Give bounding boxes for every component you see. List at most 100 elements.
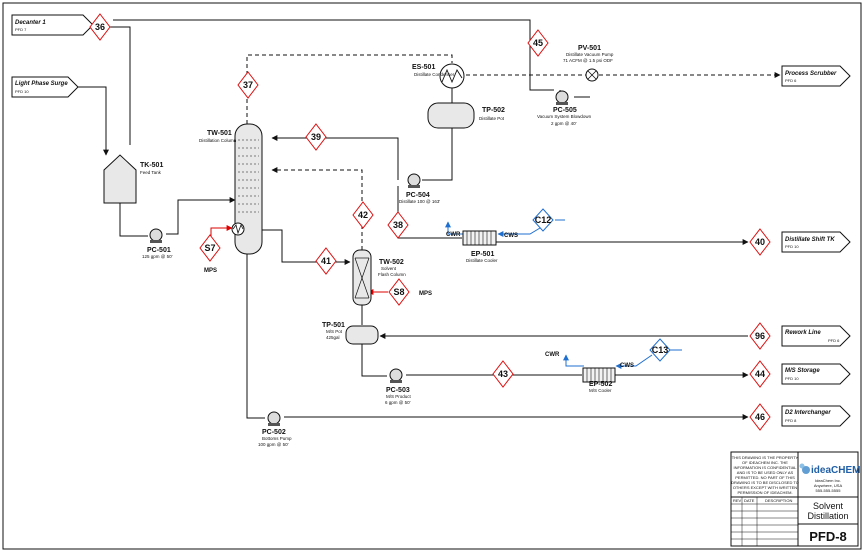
title-block: REV DATE DESCRIPTION THIS DRAWING IS THE… xyxy=(730,451,860,547)
cwr-label: CWR xyxy=(545,352,560,358)
offpage-input-decanter[interactable]: Decanter 1 PFD 7 xyxy=(11,14,94,36)
cwr-label: CWR xyxy=(446,232,461,238)
equipment-desc: Solvent xyxy=(381,266,397,271)
stream-number: 40 xyxy=(755,237,765,247)
equipment-tag: PC-501 xyxy=(147,247,171,254)
stream-number: S7 xyxy=(204,243,215,253)
equipment-tag: TW-502 xyxy=(379,259,404,266)
equipment-tag: TP-501 xyxy=(322,322,345,329)
offpage-output-ms-storage[interactable]: M/S Storage PFD 10 xyxy=(781,363,851,385)
offpage-title: Process Scrubber xyxy=(785,71,837,77)
rev-header: DESCRIPTION xyxy=(765,498,792,503)
equipment-rating: 100 gpm @ 50' xyxy=(258,442,289,447)
stream-number: 38 xyxy=(393,220,403,230)
equipment-desc2: Flash Column xyxy=(378,272,406,277)
vacuum-pump[interactable]: PV-501 Distillate Vacuum Pump 71 ACFM @ … xyxy=(563,45,614,82)
feed-tank[interactable]: TK-501 Feed Tank xyxy=(103,154,163,204)
equipment-desc: Distillate 100 @ 163' xyxy=(399,199,440,204)
stream-number: 41 xyxy=(321,256,331,266)
pump-pc503[interactable]: PC-503 M/S Product 6 gpm @ 50' xyxy=(385,368,412,405)
cws-label: CWS xyxy=(504,233,518,239)
pump-pc502[interactable]: PC-502 Bottoms Pump 100 gpm @ 50' xyxy=(258,411,292,447)
equipment-tag: PV-501 xyxy=(578,45,601,52)
equipment-tag: TW-501 xyxy=(207,130,232,137)
stream-tag-41[interactable]: 41 xyxy=(315,247,337,275)
equipment-tag: PC-503 xyxy=(386,387,410,394)
pump-pc505[interactable]: PC-505 Vacuum System Blowdown 2 gpm @ 40… xyxy=(537,90,592,126)
stream-tag-c13[interactable]: C13 xyxy=(649,338,671,362)
offpage-input-light-phase[interactable]: Light Phase Surge PFD 10 xyxy=(11,76,79,98)
offpage-ref: PFD 10 xyxy=(15,89,29,94)
stream-tag-40[interactable]: 40 xyxy=(749,228,771,256)
offpage-output-scrubber[interactable]: Process Scrubber PFD 6 xyxy=(781,65,851,87)
drawing-title: Distillation xyxy=(807,511,848,521)
disclaimer-line: PERMISSION OF IDEACHEM. xyxy=(737,490,792,495)
stream-number: 39 xyxy=(311,132,321,142)
equipment-desc: Distillate Cooler xyxy=(466,258,498,263)
offpage-ref: PFD 6 xyxy=(785,78,797,83)
offpage-ref: PFD 6 xyxy=(828,338,840,343)
rev-header: DATE xyxy=(744,498,755,503)
stream-tag-42[interactable]: 42 xyxy=(352,201,374,229)
offpage-ref: PFD 8 xyxy=(785,418,797,423)
equipment-tag: TK-501 xyxy=(140,162,163,169)
offpage-ref: PFD 10 xyxy=(785,376,799,381)
offpage-ref: PFD 10 xyxy=(785,244,799,249)
disclaimer-line: OTHERS EXCEPT WITH WRITTEN xyxy=(733,485,797,490)
stream-number: 37 xyxy=(243,80,253,90)
offpage-title: Distillate Shift TK xyxy=(785,237,835,243)
stream-tag-s8[interactable]: S8 xyxy=(388,278,410,306)
pump-pc504[interactable]: PC-504 Distillate 100 @ 163' xyxy=(399,173,440,204)
offpage-title: Light Phase Surge xyxy=(15,81,68,87)
ms-pot[interactable]: TP-501 M/S Pot 425gal xyxy=(322,322,379,345)
stream-tag-36[interactable]: 36 xyxy=(89,13,111,41)
stream-tag-37[interactable]: 37 xyxy=(237,71,259,99)
stream-tag-46[interactable]: 46 xyxy=(749,403,771,431)
stream-number: 46 xyxy=(755,412,765,422)
equipment-rating: 71 ACFM @ 1.5 psi ODF xyxy=(563,58,613,63)
company-line: Anywhere, USA xyxy=(814,483,843,488)
offpage-output-distillate-shift[interactable]: Distillate Shift TK PFD 10 xyxy=(781,231,851,253)
stream-tag-s7[interactable]: S7 xyxy=(199,234,221,262)
offpage-output-d2[interactable]: D2 Interchanger PFD 8 xyxy=(781,405,851,427)
stream-tag-39[interactable]: 39 xyxy=(305,123,327,151)
company-line: 555-555-5555 xyxy=(816,488,842,493)
stream-number: C12 xyxy=(535,215,552,225)
drawing-number: PFD-8 xyxy=(809,529,847,544)
stream-tag-38[interactable]: 38 xyxy=(387,211,409,239)
stream-tag-96[interactable]: 96 xyxy=(749,322,771,350)
offpage-title: D2 Interchanger xyxy=(785,410,831,416)
equipment-desc: Distillation Column xyxy=(199,138,237,143)
disclaimer-line: AND IS TO BE USED ONLY AS xyxy=(737,470,794,475)
disclaimer-line: OF IDEACHEM INC. THE xyxy=(742,460,788,465)
stream-number: S8 xyxy=(393,287,404,297)
equipment-desc: M/S Product xyxy=(386,394,412,399)
ms-cooler[interactable]: EP-502 M/S Cooler xyxy=(582,367,616,393)
stream-number: 43 xyxy=(498,369,508,379)
stream-number: C13 xyxy=(652,345,669,355)
stream-number: 44 xyxy=(755,369,765,379)
logo-text: ideaCHEM xyxy=(811,465,860,476)
equipment-tag: EP-502 xyxy=(589,381,612,388)
flash-column[interactable]: TW-502 Solvent Flash Column xyxy=(352,249,406,306)
offpage-title: M/S Storage xyxy=(785,368,820,374)
distillate-pot[interactable]: TP-502 Distillate Pot xyxy=(427,102,505,129)
equipment-desc: Distillate Condenser xyxy=(414,72,455,77)
stream-number: 36 xyxy=(95,22,105,32)
stream-tag-43[interactable]: 43 xyxy=(492,360,514,388)
disclaimer-line: INFORMATION IS CONFIDENTIAL xyxy=(733,465,797,470)
stream-tag-45[interactable]: 45 xyxy=(527,29,549,57)
offpage-title: Decanter 1 xyxy=(15,20,46,26)
pump-pc501[interactable]: PC-501 125 gpm @ 50' xyxy=(142,228,173,259)
offpage-output-rework[interactable]: Rework Line PFD 6 xyxy=(781,325,851,347)
stream-tag-c12[interactable]: C12 xyxy=(532,208,554,232)
distillate-condenser[interactable]: ES-501 Distillate Condenser xyxy=(412,63,465,89)
equipment-tag: EP-501 xyxy=(471,251,494,258)
distillation-column[interactable]: TW-501 Distillation Column xyxy=(199,123,263,255)
distillate-cooler[interactable]: EP-501 Distillate Cooler xyxy=(462,230,498,263)
company-line: IdeaChem Inc. xyxy=(815,478,841,483)
offpage-title: Rework Line xyxy=(785,330,821,336)
rev-header: REV xyxy=(733,498,742,503)
stream-tag-44[interactable]: 44 xyxy=(749,360,771,388)
disclaimer-line: THIS DRAWING IS THE PROPERTY xyxy=(732,455,799,460)
